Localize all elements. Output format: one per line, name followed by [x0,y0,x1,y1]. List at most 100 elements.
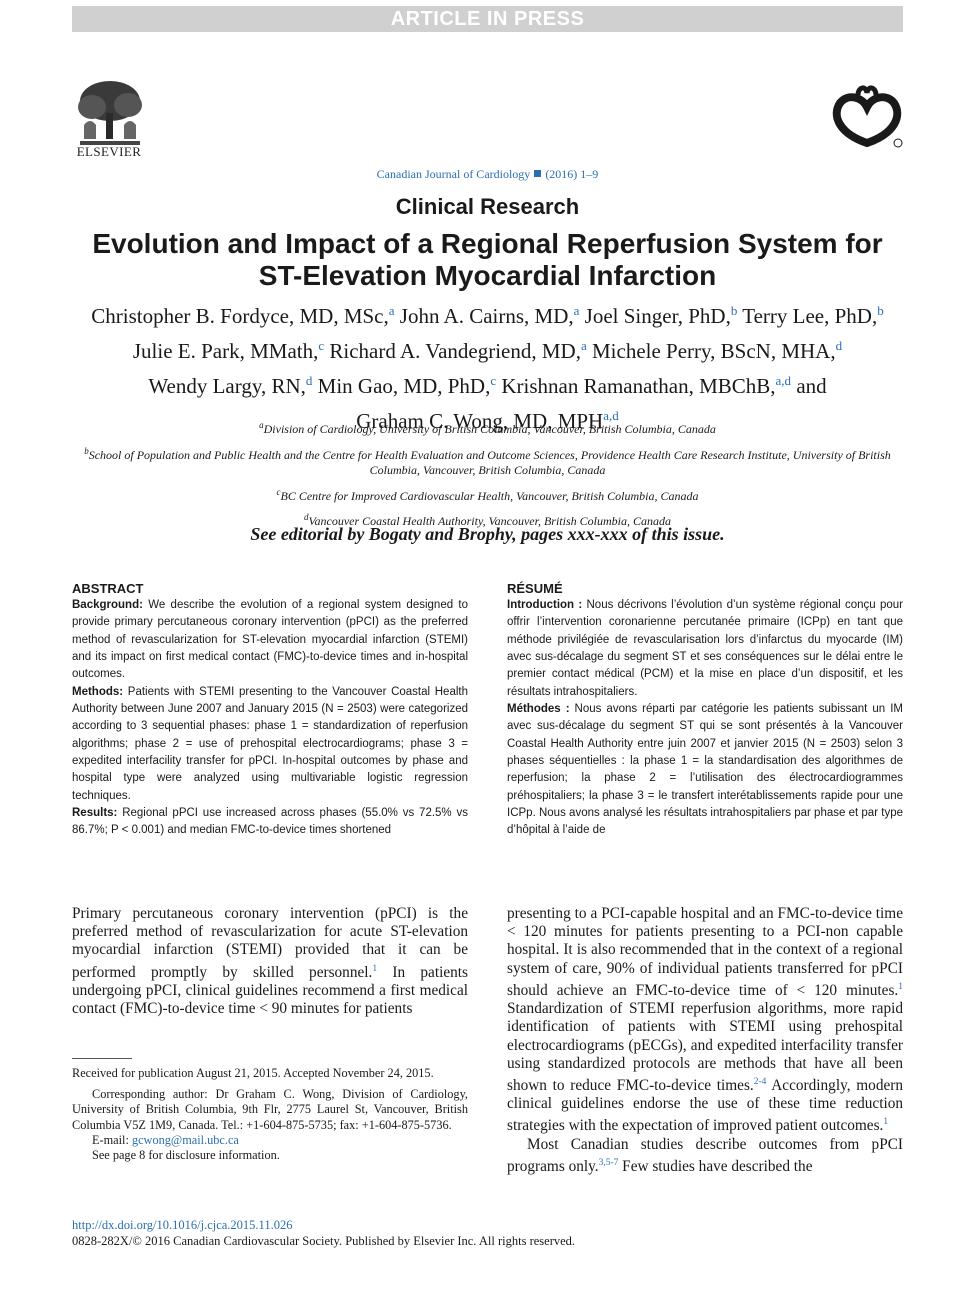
author-name: John A. Cairns, MD, [399,304,574,328]
author-name: Michele Perry, BScN, MHA, [592,339,836,363]
disclosure-note: See page 8 for disclosure information. [92,1148,280,1163]
abstract-methods-text: Patients with STEMI presenting to the Va… [72,685,468,802]
received-note: Received for publication August 21, 2015… [72,1066,434,1080]
author-affil-sup[interactable]: c [318,338,325,353]
email-label: E-mail: [92,1132,132,1147]
resume-methods-text: Nous avons réparti par catégorie les pat… [507,703,903,837]
affiliation-item: aDivision of Cardiology, University of B… [72,418,903,438]
citation-ref[interactable]: 1 [372,963,378,974]
author-affil-sup[interactable]: a [388,303,395,318]
affiliation-sup: b [84,445,89,456]
author-name: Wendy Largy, RN, [148,374,306,398]
abstract-methods-label: Methods: [72,685,124,698]
footnotes: Received for publication August 21, 2015… [72,1066,468,1163]
author-name: Graham C. Wong, MD, MPH [356,409,604,433]
author-affil-sup[interactable]: b [730,303,738,318]
affiliation-sup: a [259,420,264,430]
abstract-background-text: We describe the evolution of a regional … [72,599,468,681]
journal-heart-logo-icon [832,85,903,148]
body-text: Primary percutaneous coronary interventi… [72,905,468,981]
abstract-background-label: Background: [72,599,143,611]
author-affil-sup[interactable]: c [490,373,497,388]
affiliation-item: dVancouver Coastal Health Authority, Van… [72,510,903,530]
abstract-results: Results: Regional pPCI use increased acr… [72,805,468,840]
citation-ref[interactable]: 1 [883,1117,889,1128]
email-link[interactable]: gcwong@mail.ubc.ca [131,1132,239,1147]
body-text: Most Canadian studies describe outcomes … [507,1135,903,1176]
resume-intro-label: Introduction : [507,599,583,611]
body-text: In patients undergoing pPCI, clinical gu… [72,963,468,1018]
doi-link[interactable]: http://dx.doi.org/10.1016/j.cjca.2015.11… [72,1218,293,1232]
author-list: Christopher B. Fordyce, MD, MSc,a John A… [60,296,915,436]
author-affil-sup[interactable]: a [580,338,587,353]
affiliation-text: BC Centre for Improved Cardiovascular He… [280,488,699,503]
author-line: Christopher B. Fordyce, MD, MSc,a John A… [60,296,915,331]
body-column-left: Primary percutaneous coronary interventi… [72,905,468,1018]
author-line: Wendy Largy, RN,d Min Gao, MD, PhD,c Kri… [60,366,915,401]
body-text: Standardization of STEMI reperfusion alg… [507,1000,903,1095]
author-affil-sup[interactable]: a,d [775,373,792,388]
corresponding-author-note: Corresponding author: Dr Graham C. Wong,… [72,1087,468,1132]
abstract-background: Background: We describe the evolution of… [72,597,468,684]
resume-introduction: Introduction : Nous décrivons l’évolutio… [507,597,903,701]
body-paragraph: Primary percutaneous coronary interventi… [72,905,468,1018]
resume-heading: RÉSUMÉ [507,581,563,596]
resume-intro-text: Nous décrivons l’évolution d’un système … [507,599,903,698]
abstract-results-text: Regional pPCI use increased across phase… [72,807,468,837]
title-line-1: Evolution and Impact of a Regional Reper… [92,228,883,259]
affiliation-item: bSchool of Population and Public Health … [72,444,903,479]
resume-methods-label: Méthodes : [507,703,570,716]
editorial-note[interactable]: See editorial by Bogaty and Brophy, page… [250,524,725,544]
author-name: Min Gao, MD, PhD, [317,374,491,398]
author-name: Krishnan Ramanathan, MBChB, [501,374,776,398]
footnote-divider [72,1058,132,1059]
email-note: E-mail: gcwong@mail.ubc.ca [72,1133,468,1148]
author-name: Christopher B. Fordyce, MD, MSc, [91,304,389,328]
author-name: Julie E. Park, MMath, [132,339,319,363]
abstract-methods: Methods: Patients with STEMI presenting … [72,684,468,805]
author-affil-sup[interactable]: a [573,303,580,318]
affiliation-item: cBC Centre for Improved Cardiovascular H… [72,485,903,505]
body-paragraph: Most Canadian studies describe outcomes … [507,1136,903,1177]
copyright-line: 0828-282X/© 2016 Canadian Cardiovascular… [72,1234,576,1248]
publisher-name: ELSEVIER [76,144,142,159]
and-word: and [796,374,827,398]
body-text: presenting to a PCI-capable hospital and… [507,905,903,999]
title-line-2: ST-Elevation Myocardial Infarction [258,260,717,291]
author-name: Richard A. Vandegriend, MD, [329,339,581,363]
square-bullet-icon [534,170,542,177]
affiliation-text: Vancouver Coastal Health Authority, Vanc… [308,514,671,528]
author-line: Julie E. Park, MMath,c Richard A. Vandeg… [60,331,915,366]
author-affil-sup[interactable]: d [835,338,843,353]
body-text: Few studies have described the [618,1158,813,1176]
abstract-results-label: Results: [72,807,118,820]
author-line: Graham C. Wong, MD, MPHa,d [60,401,915,436]
abstract-french: RÉSUMÉ Introduction : Nous décrivons l’é… [507,580,903,842]
abstract-english: ABSTRACT Background: We describe the evo… [72,580,468,842]
affiliation-text: School of Population and Public Health a… [88,447,891,478]
citation-ref[interactable]: 2-4 [753,1076,767,1087]
elsevier-tree-logo-icon [70,75,148,145]
citation-ref[interactable]: 1 [898,981,903,992]
body-paragraph: presenting to a PCI-capable hospital and… [507,905,903,1136]
affiliation-sup: c [276,486,281,497]
author-name: Joel Singer, PhD, [584,304,731,328]
resume-methods: Méthodes : Nous avons réparti par catégo… [507,701,903,840]
affiliation-text: Division of Cardiology, University of Br… [263,422,716,436]
section-title: Clinical Research [395,194,580,219]
article-title: Evolution and Impact of a Regional Reper… [60,228,915,292]
body-text: Accordingly, modern clinical guidelines … [507,1077,904,1135]
affiliation-sup: d [304,512,309,522]
author-name: Terry Lee, PhD, [742,304,878,328]
body-column-right: presenting to a PCI-capable hospital and… [507,905,903,1176]
article-in-press-banner: ARTICLE IN PRESS [72,6,903,32]
author-affil-sup[interactable]: b [877,303,884,318]
author-affil-sup[interactable]: d [305,373,313,388]
affiliations: aDivision of Cardiology, University of B… [72,418,903,536]
journal-year-pages: (2016) 1–9 [545,167,599,181]
abstract-heading: ABSTRACT [72,581,144,596]
author-affil-sup[interactable]: a,d [603,408,619,423]
journal-name[interactable]: Canadian Journal of Cardiology [376,167,531,181]
journal-citation-line: Canadian Journal of Cardiology (2016) 1–9 [0,167,975,182]
citation-ref[interactable]: 3,5-7 [598,1157,619,1168]
